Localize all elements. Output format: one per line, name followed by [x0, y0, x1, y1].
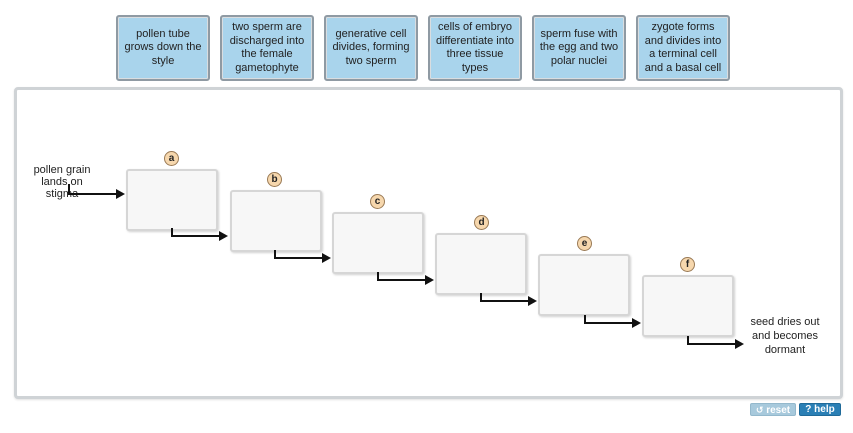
answer-card-6[interactable]: zygote forms and divides into a terminal… [636, 15, 730, 81]
answer-card-4[interactable]: cells of embryo differentiate into three… [428, 15, 522, 81]
flow-arrow [377, 272, 434, 286]
drop-zone-a[interactable] [126, 169, 218, 231]
start-arrow [68, 184, 125, 200]
slot-badge-f: f [680, 257, 695, 272]
drop-zone-f[interactable] [642, 275, 734, 337]
reset-icon: ↺ [755, 405, 764, 415]
answer-card-label: two sperm are discharged into the female… [229, 21, 305, 74]
help-icon: ? [805, 404, 812, 415]
slot-badge-e: e [577, 236, 592, 251]
answer-card-5[interactable]: sperm fuse with the egg and two polar nu… [532, 15, 626, 81]
slot-badge-b: b [267, 172, 282, 187]
flow-arrow [584, 315, 641, 329]
start-label: pollen grain lands on stigma [33, 164, 91, 200]
answer-card-3[interactable]: generative cell divides, forming two spe… [324, 15, 418, 81]
flow-arrow [480, 293, 537, 307]
answer-card-label: cells of embryo differentiate into three… [435, 21, 515, 74]
flow-arrow [274, 250, 331, 264]
slot-badge-a: a [164, 151, 179, 166]
reset-button[interactable]: ↺ reset [750, 403, 796, 416]
flow-arrow [171, 228, 228, 242]
answer-card-label: sperm fuse with the egg and two polar nu… [539, 27, 619, 67]
end-arrow [687, 336, 744, 350]
slot-badge-c: c [370, 194, 385, 209]
answer-card-1[interactable]: pollen tube grows down the style [116, 15, 210, 81]
drop-zone-c[interactable] [332, 212, 424, 274]
drop-zone-e[interactable] [538, 254, 630, 316]
drop-zone-b[interactable] [230, 190, 322, 252]
drop-zone-d[interactable] [435, 233, 527, 295]
help-label: help [814, 404, 835, 415]
answer-card-label: generative cell divides, forming two spe… [332, 27, 410, 67]
help-button[interactable]: ? help [799, 403, 841, 416]
reset-label: reset [766, 405, 791, 416]
answer-card-label: zygote forms and divides into a terminal… [644, 21, 722, 74]
end-label: seed dries out and becomes dormant [750, 316, 820, 356]
answer-card-label: pollen tube grows down the style [124, 27, 202, 67]
slot-badge-d: d [474, 215, 489, 230]
answer-card-2[interactable]: two sperm are discharged into the female… [220, 15, 314, 81]
sequence-panel: pollen grain lands on stigma a b c d e f… [14, 87, 843, 399]
